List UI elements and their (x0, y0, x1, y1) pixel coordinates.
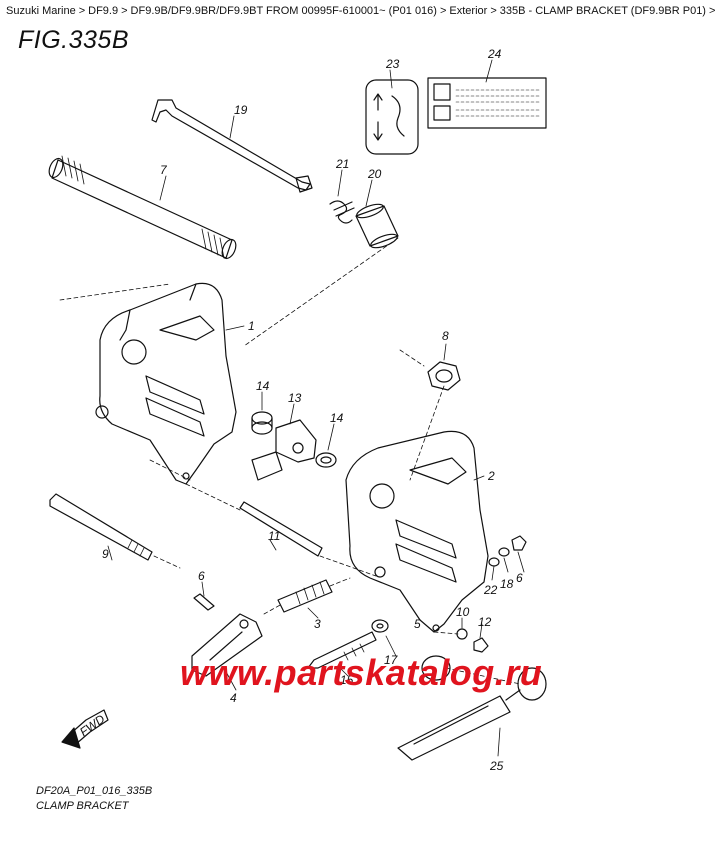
part-16-nut[interactable] (511, 535, 527, 551)
part-1-clamp-bracket[interactable] (95, 282, 237, 485)
callout-3: 3 (314, 617, 321, 631)
part-4-lever[interactable] (191, 613, 263, 677)
callout-1: 1 (248, 319, 255, 333)
part-13-lock-plate[interactable] (251, 419, 317, 481)
part-9-bolt[interactable] (49, 493, 153, 561)
part-21-spring[interactable] (329, 200, 355, 224)
part-10-washer[interactable] (456, 628, 468, 640)
callout-17: 17 (384, 653, 399, 667)
figure-title: FIG.335B (18, 26, 129, 54)
callout-6-left: 6 (198, 569, 205, 583)
part-6-pin[interactable] (193, 593, 215, 611)
part-15-bolt[interactable] (307, 631, 377, 669)
callout-24: 24 (487, 47, 502, 61)
breadcrumb-current: 335B - CLAMP BRACKET (DF9.9BR P01) (499, 5, 706, 17)
callout-25: 25 (489, 759, 504, 773)
breadcrumb-separator: > (490, 5, 497, 17)
breadcrumb-separator: > (121, 5, 128, 17)
parts-diagram: 19 7 23 24 21 20 1 8 14 13 14 2 9 11 6 3… (46, 47, 547, 773)
callout-14-upper: 14 (256, 379, 270, 393)
part-3-threaded-rod[interactable] (277, 579, 333, 613)
breadcrumb-link-section[interactable]: Exterior (449, 5, 488, 17)
callout-10: 10 (456, 605, 470, 619)
part-2-clamp-bracket[interactable] (345, 430, 489, 633)
part-7-threaded-tube[interactable] (46, 155, 238, 261)
part-14-bushing-upper[interactable] (251, 411, 273, 435)
breadcrumb-link-home[interactable]: Suzuki Marine (6, 5, 76, 17)
callout-7: 7 (160, 163, 168, 177)
callout-22: 22 (483, 583, 498, 597)
part-19-rod[interactable] (151, 99, 313, 193)
breadcrumb-link-model[interactable]: DF9.9 (88, 5, 119, 17)
fwd-arrow-icon (61, 709, 109, 749)
breadcrumb-link-variant[interactable]: DF9.9B/DF9.9BR/DF9.9BT FROM 00995F-61000… (130, 5, 437, 17)
part-20-cylinder[interactable] (355, 202, 399, 251)
diagram-name: CLAMP BRACKET (36, 800, 129, 812)
callout-5: 5 (414, 617, 421, 631)
part-14-bushing-lower[interactable] (315, 452, 337, 468)
part-18-washer[interactable] (498, 547, 510, 557)
part-24-label[interactable] (427, 77, 547, 129)
callout-13: 13 (288, 391, 302, 405)
breadcrumb: Suzuki Marine>DF9.9>DF9.9B/DF9.9BR/DF9.9… (6, 5, 715, 17)
diagram-code: DF20A_P01_016_335B (36, 785, 153, 797)
callout-15: 15 (340, 673, 354, 687)
part-12-nut[interactable] (473, 637, 489, 653)
part-25-handle[interactable] (397, 667, 547, 761)
callout-12: 12 (478, 615, 492, 629)
callout-4: 4 (230, 691, 237, 705)
part-11-pin[interactable] (239, 501, 323, 557)
callout-19: 19 (234, 103, 248, 117)
callout-2: 2 (487, 469, 495, 483)
part-17-cap[interactable] (421, 655, 451, 681)
part-5-washer[interactable] (371, 619, 389, 633)
callout-8: 8 (442, 329, 449, 343)
watermark: www.partskatalog.ru (180, 652, 543, 693)
callout-11: 11 (268, 529, 280, 543)
part-23-decal[interactable] (365, 79, 419, 155)
breadcrumb-separator: > (439, 5, 447, 17)
part-8-nut[interactable] (427, 361, 461, 391)
part-22-washer[interactable] (488, 557, 500, 567)
breadcrumb-separator: > (708, 5, 716, 17)
callout-21: 21 (335, 157, 349, 171)
callout-18: 18 (500, 577, 514, 591)
callout-23: 23 (385, 57, 400, 71)
breadcrumb-separator: > (78, 5, 86, 17)
callout-9: 9 (102, 547, 109, 561)
callout-6-right: 6 (516, 571, 523, 585)
callout-20: 20 (367, 167, 382, 181)
callout-14-lower: 14 (330, 411, 344, 425)
